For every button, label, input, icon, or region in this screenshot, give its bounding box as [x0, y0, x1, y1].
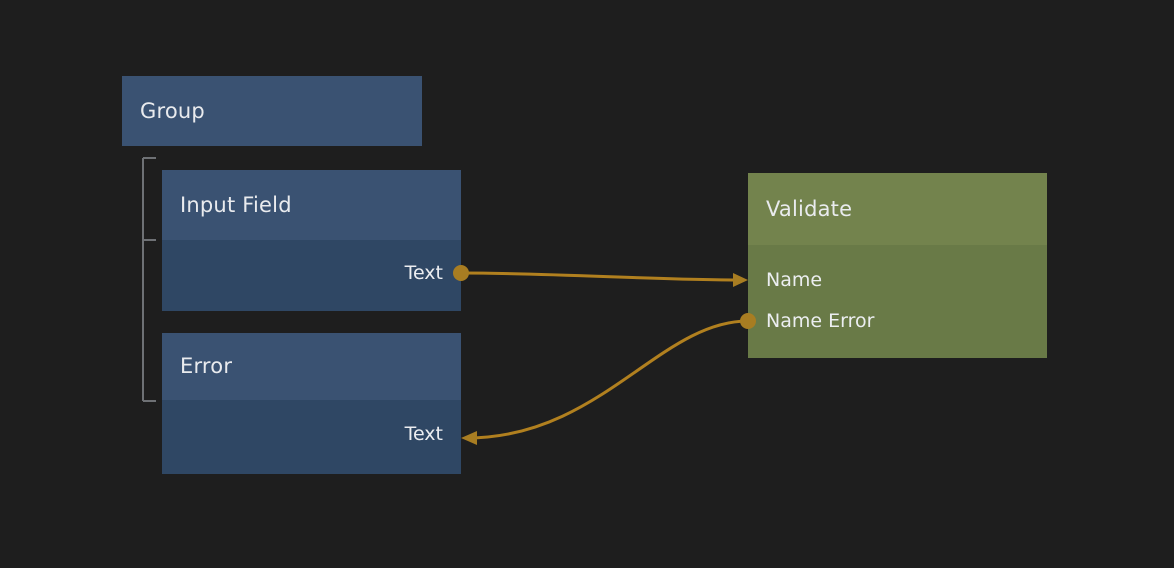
- node-error-header[interactable]: Error: [162, 333, 461, 400]
- port-validate-name-error-output[interactable]: Name Error: [766, 310, 874, 332]
- port-validate-name-input[interactable]: Name: [766, 269, 822, 291]
- port-label-name: Name: [766, 268, 823, 291]
- node-validate-title: Validate: [766, 196, 853, 221]
- node-input-field-body: Text: [162, 240, 461, 311]
- port-label-text: Text: [404, 261, 443, 284]
- node-input-field-header[interactable]: Input Field: [162, 170, 461, 240]
- node-error[interactable]: Error Text: [162, 333, 461, 474]
- port-label-name-error: Name Error: [766, 309, 875, 332]
- port-label-text: Text: [404, 422, 443, 445]
- port-error-text-input[interactable]: Text: [405, 423, 443, 445]
- node-group-header[interactable]: Group: [122, 76, 422, 146]
- node-input-field-title: Input Field: [180, 192, 292, 217]
- arrowhead-error-text: [461, 431, 477, 445]
- arrowhead-validate-name: [733, 273, 748, 287]
- wire-input-text-to-validate-name[interactable]: [459, 271, 744, 282]
- group-children-bracket: [142, 157, 156, 402]
- node-validate-body: Name Name Error: [748, 245, 1047, 358]
- node-group-title: Group: [140, 98, 205, 123]
- node-error-body: Text: [162, 400, 461, 474]
- node-validate[interactable]: Validate Name Name Error: [748, 173, 1047, 358]
- node-group[interactable]: Group: [122, 76, 422, 146]
- node-error-title: Error: [180, 354, 233, 378]
- node-validate-header[interactable]: Validate: [748, 173, 1047, 245]
- port-input-field-text-output[interactable]: Text: [405, 262, 443, 284]
- node-input-field[interactable]: Input Field Text: [162, 170, 461, 311]
- wire-validate-name-error-to-error-text[interactable]: [465, 319, 750, 440]
